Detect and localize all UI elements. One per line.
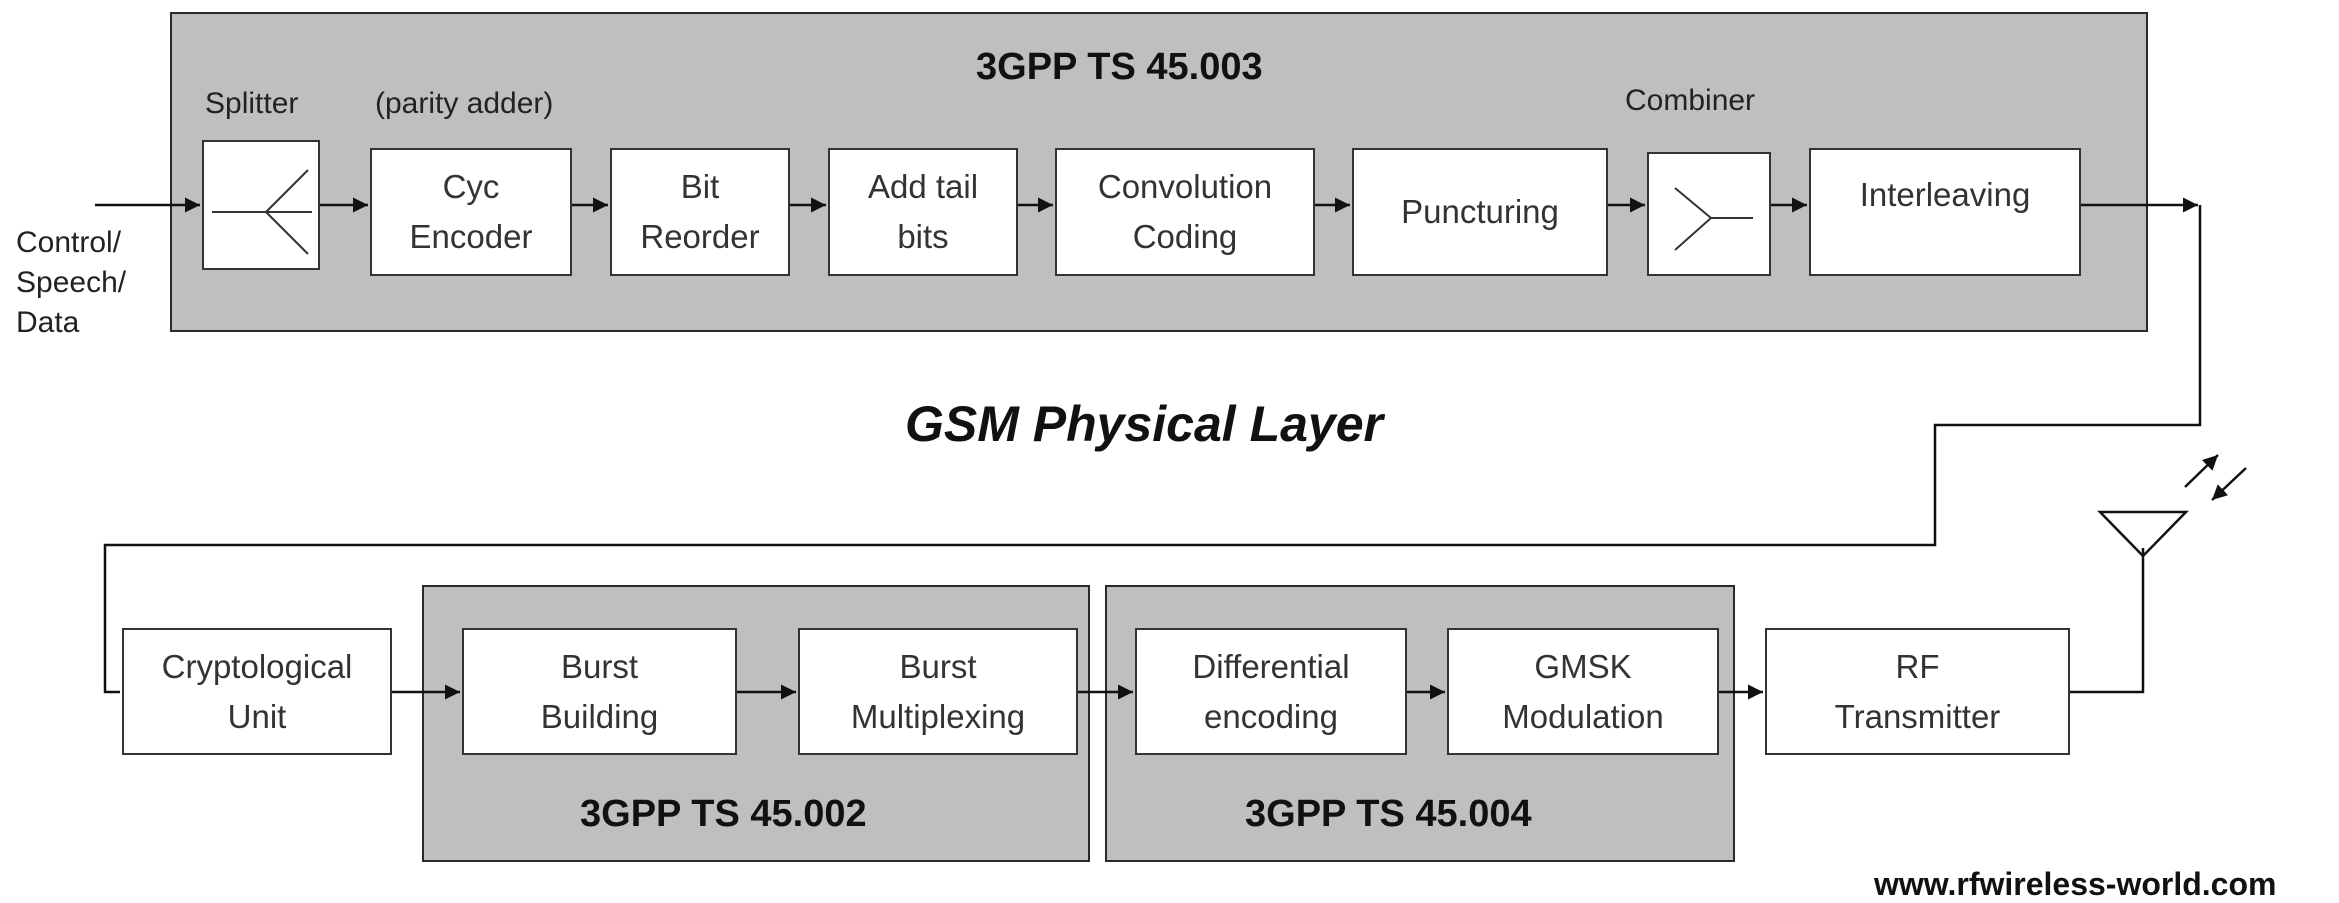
combiner-icon [1674,187,1753,251]
differential-encoding-line-2: encoding [1204,697,1338,735]
rf-transmitter-line-1: RF [1895,647,1940,685]
parity-adder-label: (parity adder) [375,87,554,120]
puncturing-block: Puncturing [1352,148,1608,276]
input-label-line-1: Control/ [16,226,122,259]
bit-reorder-line-1: Bit [680,168,720,205]
add-tail-bits-line-2: bits [897,218,949,255]
input-label-line-3: Data [16,306,80,339]
group-title-45002: 3GPP TS 45.002 [580,793,867,835]
add-tail-bits-line-1: Add tail [867,168,979,205]
burst-building-line-1: Burst [560,647,639,685]
combiner-label: Combiner [1625,84,1756,117]
differential-encoding-line-1: Differential [1192,647,1350,685]
cryptological-unit-line-2: Unit [227,697,287,735]
gmsk-modulation-block: GMSK Modulation [1447,628,1719,755]
wireless-signal-icon [2184,454,2247,501]
puncturing-line-1: Puncturing [1401,193,1559,230]
cyc-encoder-line-2: Encoder [409,218,533,255]
rf-transmitter-line-2: Transmitter [1834,697,2001,735]
splitter-icon [212,169,312,255]
convolution-coding-block: Convolution Coding [1055,148,1315,276]
input-label: Control/ Speech/ Data [16,223,126,343]
antenna-icon [2097,510,2189,558]
burst-multiplexing-line-1: Burst [899,647,977,685]
convolution-coding-line-2: Coding [1132,218,1238,255]
cryptological-unit-line-1: Cryptological [161,647,353,685]
burst-multiplexing-line-2: Multiplexing [850,697,1026,735]
cyc-encoder-block: Cyc Encoder [370,148,572,276]
group-title-45004: 3GPP TS 45.004 [1245,793,1532,835]
burst-building-block: Burst Building [462,628,737,755]
website-url: www.rfwireless-world.com [1874,866,2277,902]
bit-reorder-line-2: Reorder [640,218,760,255]
interleaving-line-1: Interleaving [1859,176,2031,213]
cryptological-unit-block: Cryptological Unit [122,628,392,755]
diagram-title: GSM Physical Layer [905,396,1384,452]
burst-building-line-2: Building [540,697,659,735]
bit-reorder-block: Bit Reorder [610,148,790,276]
wire-rf-to-antenna [2070,548,2145,694]
rf-transmitter-block: RF Transmitter [1765,628,2070,755]
convolution-coding-line-1: Convolution [1097,168,1273,205]
cyc-encoder-line-1: Cyc [442,168,500,205]
splitter-block [202,140,320,270]
interleaving-block: Interleaving [1809,148,2081,276]
group-title-45003: 3GPP TS 45.003 [976,46,1263,88]
add-tail-bits-block: Add tail bits [828,148,1018,276]
differential-encoding-block: Differential encoding [1135,628,1407,755]
splitter-label: Splitter [205,87,299,120]
gmsk-modulation-line-2: Modulation [1502,697,1664,735]
combiner-block [1647,152,1771,276]
input-label-line-2: Speech/ [16,266,127,299]
burst-multiplexing-block: Burst Multiplexing [798,628,1078,755]
gmsk-modulation-line-1: GMSK [1534,647,1632,685]
